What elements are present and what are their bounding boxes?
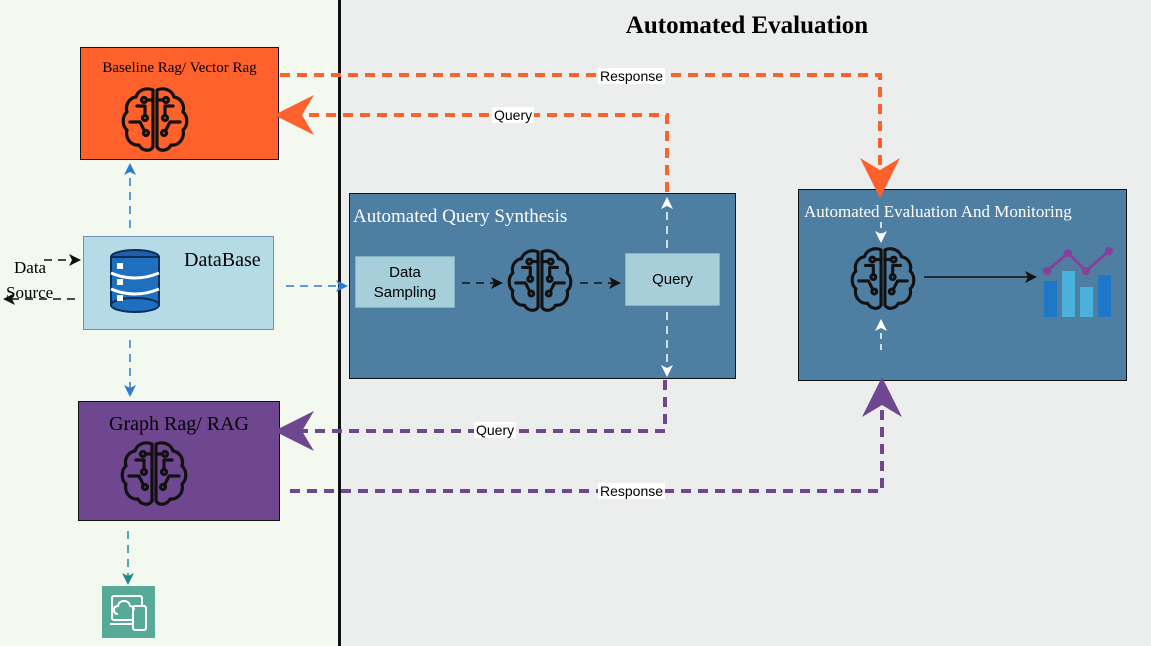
data-source-line1: Data (14, 258, 47, 277)
evaluation-monitoring-node: Automated Evaluation And Monitoring (798, 189, 1127, 381)
query-synthesis-label: Automated Query Synthesis (353, 206, 568, 227)
query-label-top: Query (492, 107, 535, 123)
graph-rag-node: Graph Rag/ RAG (78, 401, 280, 521)
brain-circuit-icon (121, 87, 189, 152)
database-icon (110, 249, 160, 313)
response-label-top: Response (598, 68, 666, 84)
brain-circuit-icon (850, 247, 916, 310)
query-edge-baseline (274, 95, 669, 192)
data-source-line2: Source (6, 283, 54, 302)
diagram-title: Automated Evaluation (625, 12, 869, 39)
query-node-label: Query (652, 271, 693, 288)
query-label-bottom: Query (474, 422, 517, 438)
data-sampling-line2: Sampling (373, 284, 437, 301)
bar-chart-icon (1043, 247, 1113, 317)
cloud-device-icon (102, 586, 155, 638)
query-edge-graph (274, 380, 667, 451)
query-node: Query (625, 253, 720, 306)
response-label-bottom: Response (598, 483, 666, 499)
brain-circuit-icon (120, 441, 188, 506)
baseline-rag-label: Baseline Rag/ Vector Rag (102, 60, 257, 76)
graph-rag-label: Graph Rag/ RAG (109, 413, 249, 435)
baseline-rag-node: Baseline Rag/ Vector Rag (80, 47, 279, 160)
database-node: DataBase (83, 236, 274, 330)
data-sampling-node: Data Sampling (355, 256, 455, 308)
database-label: DataBase (184, 249, 261, 271)
response-edge-baseline (280, 73, 900, 198)
data-sampling-line1: Data (389, 264, 421, 281)
brain-circuit-icon (507, 249, 573, 312)
evaluation-monitoring-label: Automated Evaluation And Monitoring (804, 202, 1072, 221)
response-edge-graph (290, 377, 902, 493)
